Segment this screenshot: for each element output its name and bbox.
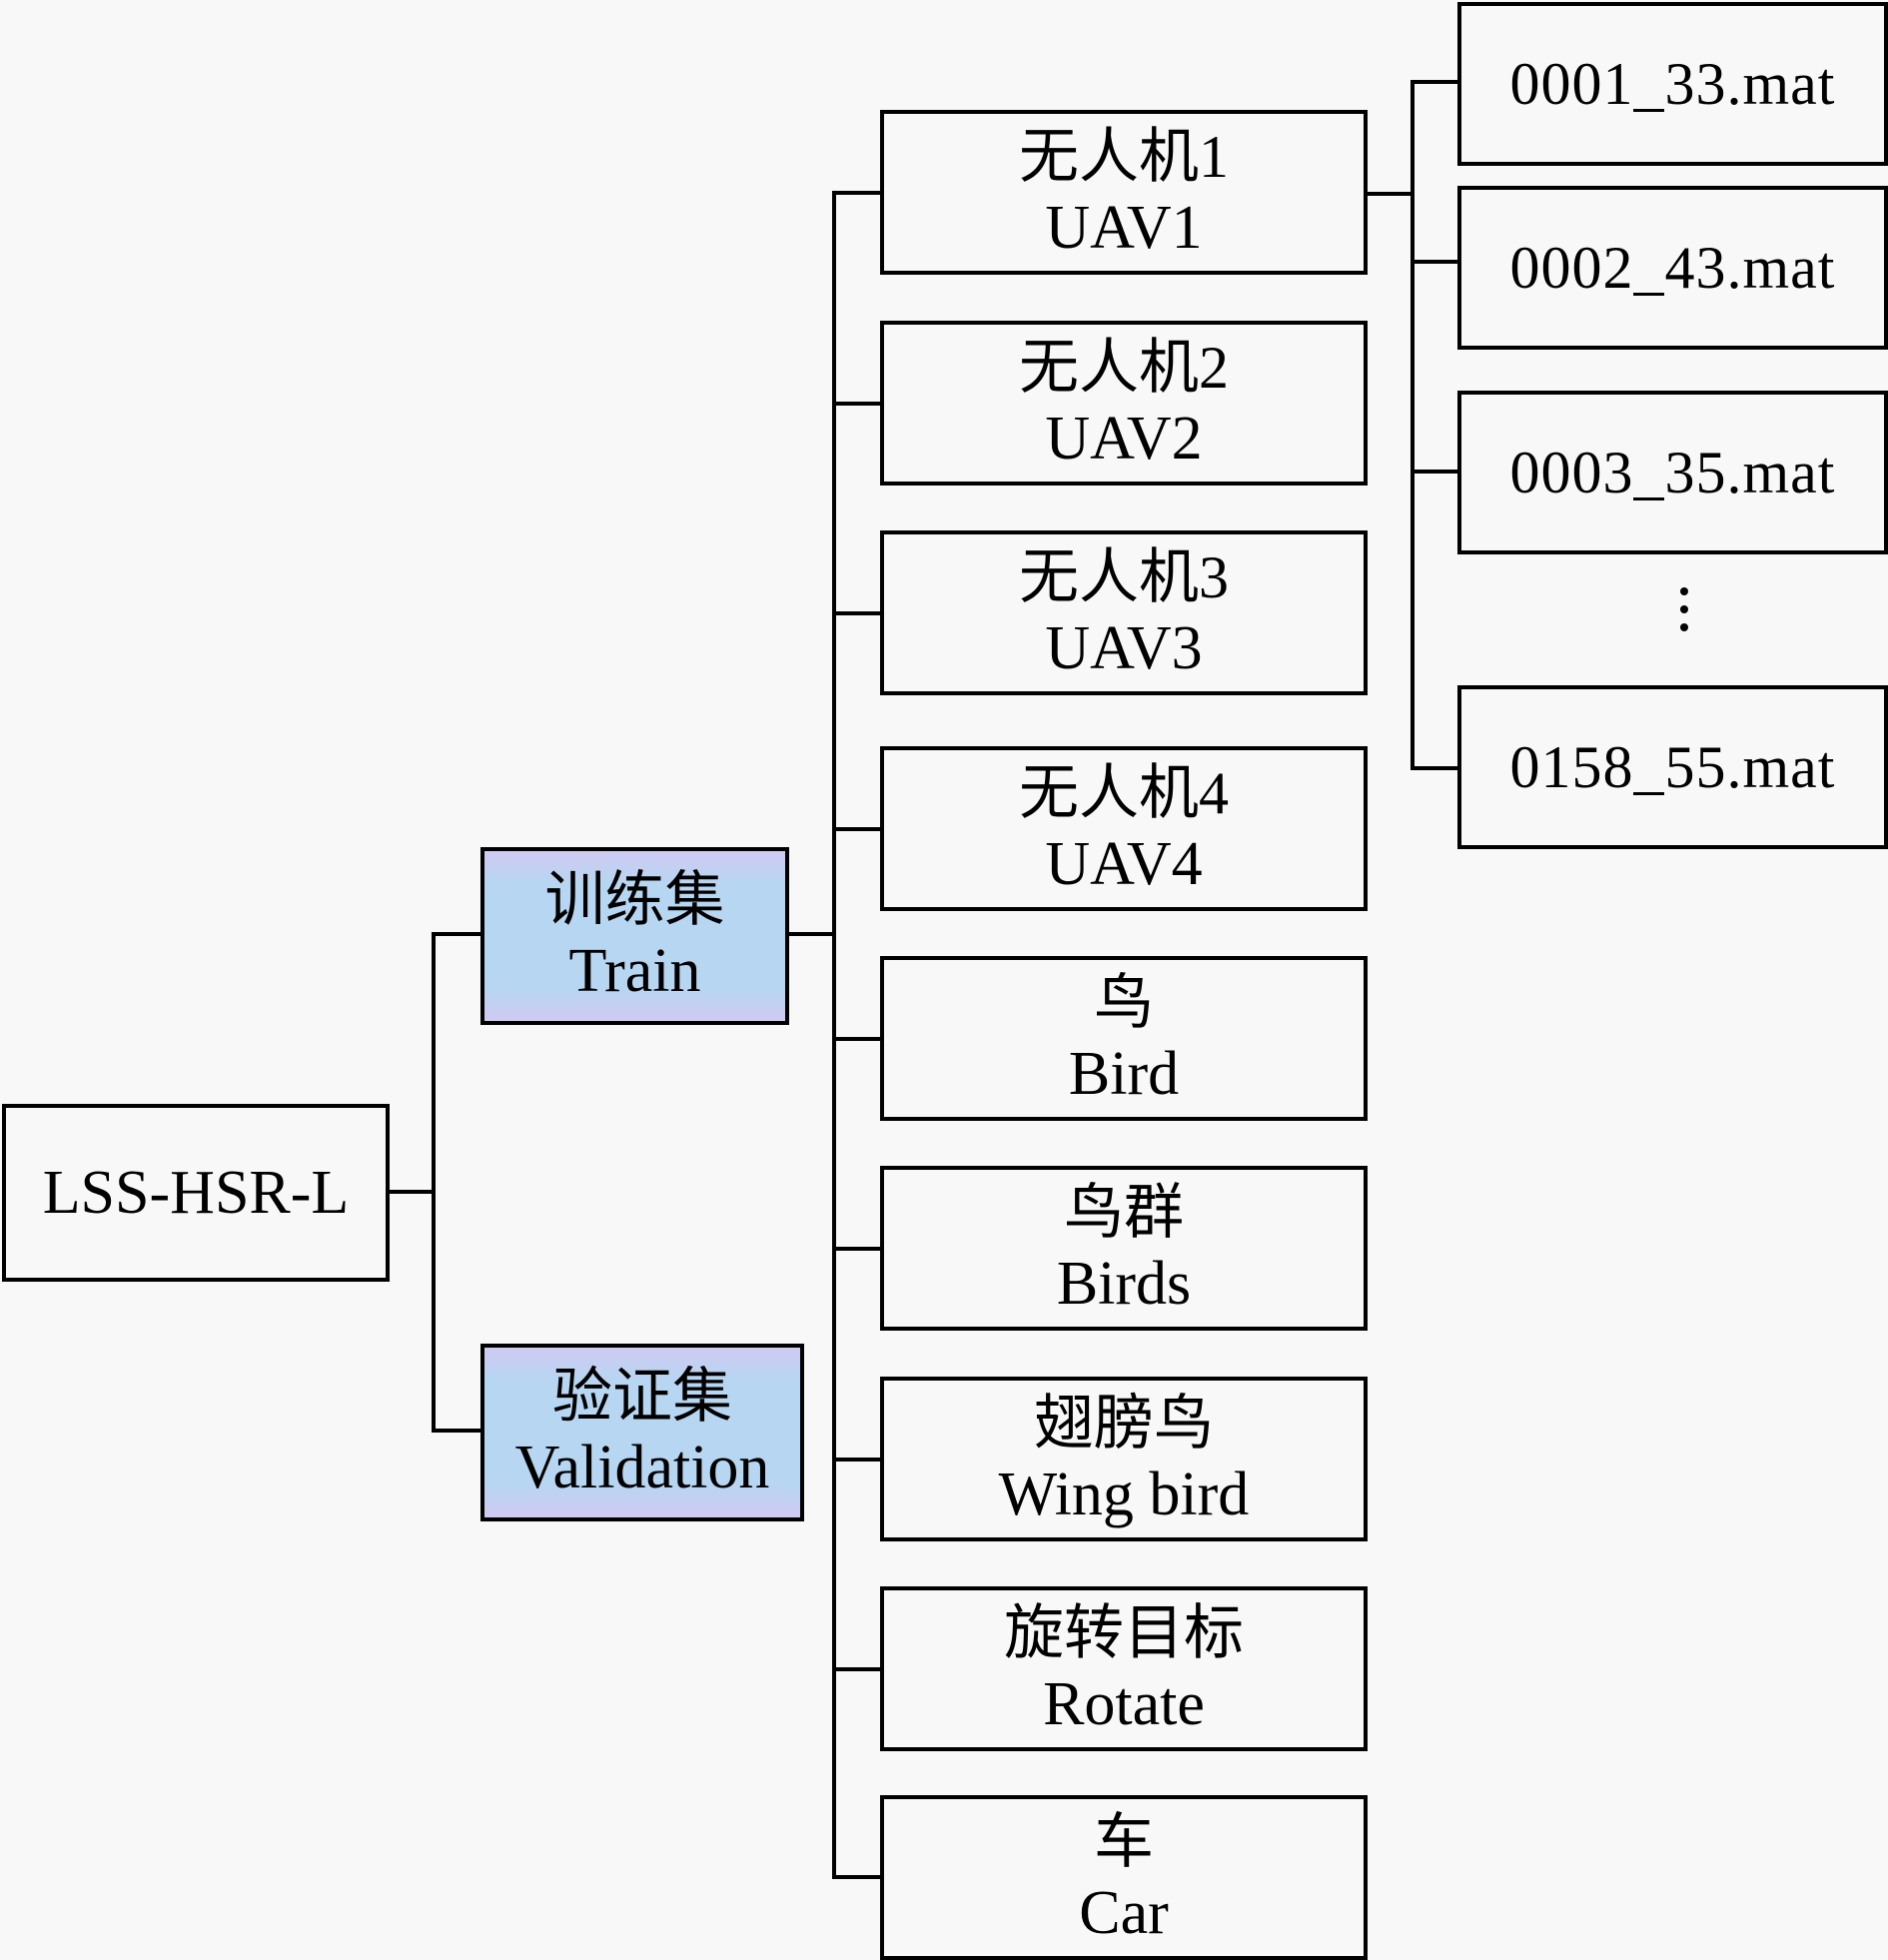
file-node: 0002_43.mat [1457, 186, 1888, 350]
class-label-en: Rotate [1043, 1669, 1205, 1738]
connector-class [832, 1667, 883, 1671]
ellipsis-dot [1680, 623, 1688, 631]
file-label: 0003_35.mat [1509, 440, 1836, 505]
file-label: 0001_33.mat [1509, 51, 1836, 117]
class-label-en: UAV4 [1045, 829, 1203, 898]
file-label: 0158_55.mat [1509, 734, 1836, 800]
connector-class [832, 611, 883, 615]
class-label-en: Car [1079, 1878, 1169, 1947]
class-label-zh: 翅膀鸟 [1034, 1390, 1214, 1457]
connector-root [388, 1190, 436, 1194]
class-label-zh: 旋转目标 [1004, 1599, 1244, 1666]
class-label-zh: 鸟群 [1064, 1179, 1184, 1246]
file-node: 0001_33.mat [1457, 2, 1888, 166]
connector-uav1-out [1365, 192, 1415, 196]
connector-file [1411, 470, 1459, 474]
connector-class [832, 402, 883, 406]
spine-files [1411, 80, 1415, 770]
ellipsis-dot [1680, 587, 1688, 595]
class-label-en: UAV2 [1045, 404, 1203, 473]
class-node-uav2: 无人机2 UAV2 [880, 321, 1368, 486]
file-node: 0003_35.mat [1457, 391, 1888, 554]
split-label-en: Train [568, 937, 701, 1005]
file-label: 0002_43.mat [1509, 235, 1836, 301]
class-label-zh: 无人机3 [1019, 543, 1229, 610]
class-node-wing-bird: 翅膀鸟 Wing bird [880, 1377, 1368, 1541]
class-node-car: 车 Car [880, 1795, 1368, 1960]
spine-classes [832, 191, 836, 1879]
split-node-validation: 验证集 Validation [480, 1344, 804, 1521]
class-label-zh: 无人机1 [1019, 123, 1229, 190]
split-label-zh: 训练集 [544, 867, 725, 933]
connector-file [1411, 766, 1459, 770]
connector-class [832, 1875, 883, 1879]
class-label-zh: 无人机2 [1019, 334, 1229, 401]
class-node-uav4: 无人机4 UAV4 [880, 746, 1368, 911]
split-label-zh: 验证集 [552, 1364, 732, 1430]
connector-train-out [786, 932, 836, 936]
class-label-zh: 鸟 [1094, 969, 1154, 1036]
class-label-en: UAV1 [1045, 193, 1203, 262]
class-node-rotate: 旋转目标 Rotate [880, 1586, 1368, 1751]
class-label-zh: 无人机4 [1019, 759, 1229, 826]
class-label-en: UAV3 [1045, 613, 1203, 682]
class-label-zh: 车 [1094, 1808, 1154, 1875]
connector-train [432, 932, 483, 936]
class-node-birds: 鸟群 Birds [880, 1166, 1368, 1331]
class-label-en: Bird [1068, 1039, 1180, 1108]
root-node: LSS-HSR-L [2, 1104, 390, 1282]
connector-validation [432, 1429, 483, 1433]
connector-class [832, 827, 883, 831]
connector-file [1411, 260, 1459, 264]
connector-class [832, 1458, 883, 1462]
spine-splits [432, 932, 436, 1433]
class-node-uav1: 无人机1 UAV1 [880, 110, 1368, 275]
ellipsis-dot [1680, 605, 1688, 613]
class-node-uav3: 无人机3 UAV3 [880, 530, 1368, 695]
class-node-bird: 鸟 Bird [880, 956, 1368, 1121]
split-label-en: Validation [514, 1434, 770, 1501]
root-label: LSS-HSR-L [42, 1158, 350, 1227]
class-label-en: Birds [1056, 1249, 1192, 1318]
connector-file [1411, 80, 1459, 84]
connector-class [832, 1037, 883, 1041]
connector-class [832, 191, 883, 195]
vertical-ellipsis-icon [1678, 587, 1690, 631]
file-node: 0158_55.mat [1457, 685, 1888, 849]
class-label-en: Wing bird [998, 1460, 1250, 1528]
connector-class [832, 1247, 883, 1251]
split-node-train: 训练集 Train [480, 847, 789, 1025]
